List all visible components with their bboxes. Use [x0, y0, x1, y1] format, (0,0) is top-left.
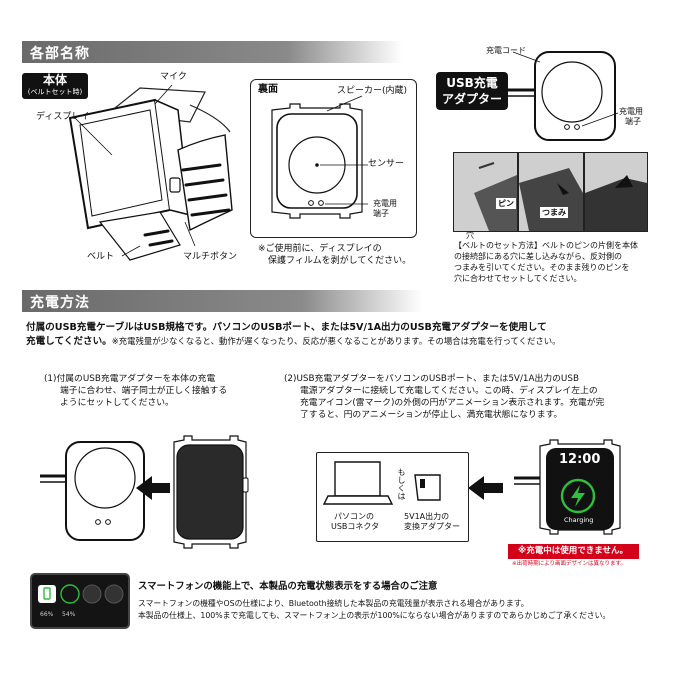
adapter-caption-2: 変換アダプター	[404, 522, 460, 531]
back-label: 裏面	[258, 84, 278, 95]
belt-set-text-1: 【ベルトのセット方法】ベルトのピンの片側を本体	[454, 241, 638, 250]
adapter-icon	[414, 474, 441, 501]
charge-intro-2-bold: 充電してください。	[26, 336, 112, 347]
belt-set-text-3: つまみを引いてください。そのまま残りのピンを	[454, 263, 630, 272]
label-hole: 穴	[466, 231, 474, 240]
label-speaker: スピーカー(内蔵)	[337, 86, 408, 96]
smartphone-note-title: スマートフォンの機能上で、本製品の充電状態表示をする場合のご注意	[138, 581, 438, 592]
smartphone-note-line1: スマートフォンの機種やOSの仕様により、Bluetooth接続した本製品の充電残…	[138, 599, 529, 608]
label-belt: ベルト	[87, 252, 115, 262]
pc-caption-1: パソコンの	[334, 512, 374, 521]
screen-time: 12:00	[559, 452, 601, 467]
label-pin: ピン	[496, 198, 516, 209]
label-mic: マイク	[160, 72, 187, 82]
phone-pct-2: 54%	[62, 611, 76, 618]
pc-caption-2: USBコネクタ	[331, 522, 380, 531]
label-usb-port-2: 端子	[625, 117, 641, 126]
label-back-port-1: 充電用	[373, 199, 397, 208]
belt-photo-1	[453, 152, 518, 232]
step2-line3: 充電アイコン(雷マーク)の外側の円がアニメーション表示されます。充電が完	[300, 398, 605, 408]
label-back-port-2: 端子	[373, 209, 389, 218]
step2-line2: 電源アダプターに接続して充電してください。この時、ディスプレイ左上の	[300, 386, 598, 396]
connection-box	[316, 452, 469, 542]
warn-badge: ※充電中は使用できません。	[508, 544, 639, 559]
charge-intro-2: 充電してください。※充電残量が少なくなると、動作が遅くなったり、反応が悪くなるこ…	[26, 335, 561, 348]
arrow-left-icon	[136, 476, 170, 500]
laptop-icon	[334, 461, 381, 497]
section-bar-charge: 充電方法	[22, 290, 422, 312]
arrow-left-icon-2	[468, 476, 503, 500]
lightning-icon	[571, 485, 585, 507]
label-multi-button: マルチボタン	[183, 252, 238, 262]
belt-set-text-2: の接続部にある穴に差し込みながら、反対側の	[454, 252, 622, 261]
main-body-label: 本体 (ベルトセット時)	[22, 73, 88, 99]
phone-screen-thumb: 66% 54%	[30, 573, 130, 629]
step1-line2: 端子に合わせ、端子同士が正しく接触する	[60, 386, 228, 396]
charge-intro-2-rest: ※充電残量が少なくなると、動作が遅くなったり、反応が悪くなることがあります。その…	[111, 336, 561, 346]
back-view-box	[250, 79, 417, 238]
adapter-caption-1: 5V1A出力の	[404, 512, 450, 521]
smartphone-note-line2: 本製品の仕様上、100%まで充電しても、スマートフォン上の表示が100%にならな…	[138, 611, 611, 620]
step1-line3: ようにセットしてください。	[60, 398, 174, 408]
label-usb-port-1: 充電用	[619, 107, 643, 116]
warn-sub: ※出荷時期により画面デザインは異なります。	[512, 561, 626, 567]
belt-photo-3	[584, 152, 648, 232]
back-note-2: 保護フィルムを剥がしてください。	[268, 256, 412, 266]
section-bar-names: 各部名称	[22, 41, 402, 63]
belt-set-text-4: 穴に合わせてセットしてください。	[454, 274, 582, 283]
label-display: ディスプレイ	[36, 112, 90, 122]
phone-pct-1: 66%	[40, 611, 54, 618]
section-title-charge: 充電方法	[30, 295, 90, 311]
back-note-1: ※ご使用前に、ディスプレイの	[258, 244, 382, 254]
step2-line4: 了すると、円のアニメーションが停止し、満充電状態になります。	[300, 410, 563, 420]
step1-line1: (1)付属のUSB充電アダプターを本体の充電	[44, 374, 216, 384]
label-cord: 充電コード	[486, 46, 526, 55]
section-title-names: 各部名称	[30, 46, 90, 62]
usb-adapter-label: USB充電 アダプター	[436, 72, 508, 110]
step2-line1: (2)USB充電アダプターをパソコンのUSBポート、または5V/1A出力のUSB	[284, 374, 579, 384]
label-sensor: センサー	[368, 159, 405, 169]
charge-intro-1: 付属のUSB充電ケーブルはUSB規格です。パソコンのUSBポート、または5V/1…	[26, 322, 547, 333]
or-text: もしくは	[397, 468, 406, 500]
label-knob: つまみ	[540, 207, 568, 218]
screen-charging-text: Charging	[564, 516, 594, 524]
